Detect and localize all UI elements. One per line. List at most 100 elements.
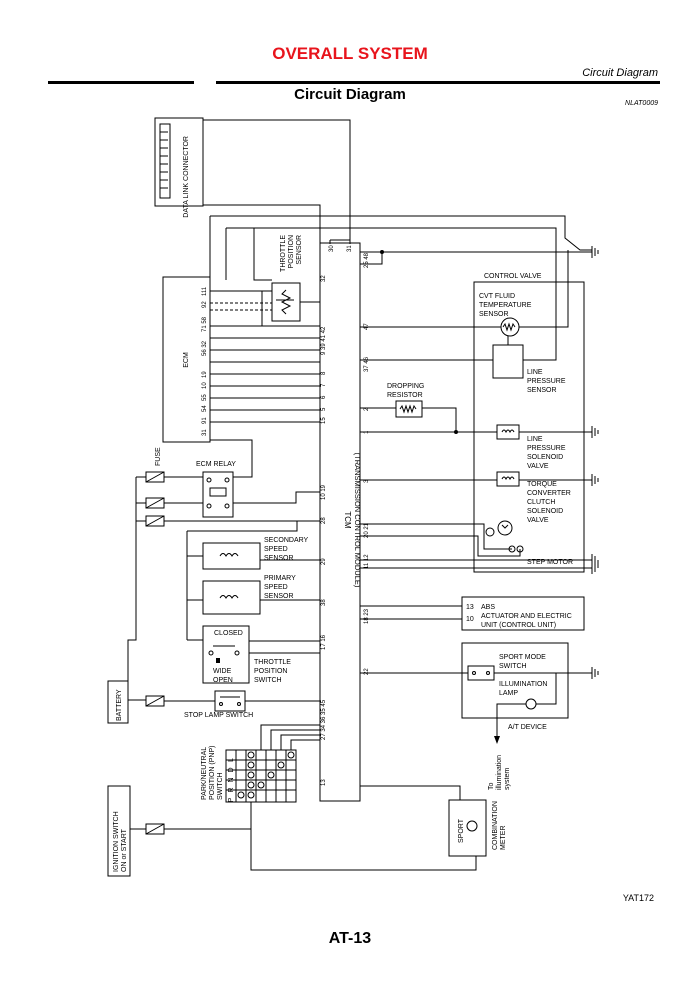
page-number: AT-13 <box>328 930 372 947</box>
wide-label: WIDE <box>213 668 232 675</box>
abs-l3: UNIT (CONTROL UNIT) <box>481 622 556 629</box>
primary-sensor-l3: SENSOR <box>264 593 294 600</box>
diagram-title: Circuit Diagram <box>294 86 406 103</box>
tcm-pin-32: 32 <box>321 275 327 282</box>
pnp-l3: SWITCH <box>217 772 224 800</box>
closed-label: CLOSED <box>214 630 243 637</box>
fuse-2 <box>145 497 165 509</box>
primary-speed-sensor: PRIMARY SPEED SENSOR <box>202 575 296 615</box>
tcm-label: TCM <box>343 511 352 529</box>
pnp-pos-d: D <box>228 767 235 772</box>
tps-label-3: SWITCH <box>254 677 282 684</box>
dropping-resistor: DROPPING RESISTOR <box>387 383 424 418</box>
tcm-pin-5: 5 <box>321 407 327 411</box>
tcm-pin-3: 3 <box>364 479 370 483</box>
ecm-box: ECM 111 92 71 58 56 32 19 10 55 54 91 31 <box>162 276 211 443</box>
tcm-pin-6: 6 <box>321 395 327 399</box>
step-motor-label: STEP MOTOR <box>527 559 573 566</box>
at-device-label: A/T DEVICE <box>508 724 547 731</box>
control-valve-label: CONTROL VALVE <box>484 273 542 280</box>
tcm-pin-2: 2 <box>364 407 370 411</box>
tcm-pin-11-12: 11 12 <box>364 554 370 569</box>
tcm-pin-17-16: 17 16 <box>321 634 327 650</box>
ecm-relay-label: ECM RELAY <box>196 461 236 468</box>
ecm-pin-55: 55 <box>202 394 208 401</box>
tcc-l2: CONVERTER <box>527 490 571 497</box>
reference-code: NLAT0009 <box>625 100 658 107</box>
tcm-pin-28: 28 <box>321 517 327 524</box>
tcm-pin-47: 47 <box>364 323 370 330</box>
tcm-pin-22: 22 <box>364 668 370 675</box>
throttle-sensor-label-1: THROTTLE <box>280 235 287 272</box>
ecm-pin-92: 92 <box>202 301 208 308</box>
ecm-relay: ECM RELAY <box>196 461 236 518</box>
cm-l1: COMBINATION <box>492 801 499 850</box>
sport-mode-l2: SWITCH <box>499 663 527 670</box>
fuse: FUSE <box>145 447 165 483</box>
illum-l2: LAMP <box>499 690 518 697</box>
fuse-4 <box>145 695 165 707</box>
ecm-pin-56-32: 56 32 <box>202 340 208 356</box>
tcm-left-pins: 32 9 39 41 42 8 7 6 5 15 10 19 28 29 38 … <box>321 275 327 786</box>
fuse-5 <box>145 823 165 835</box>
tcc-l3: CLUTCH <box>527 499 555 506</box>
secondary-sensor-l3: SENSOR <box>264 555 294 562</box>
abs-unit: 13 10 ABS ACTUATOR AND ELECTRIC UNIT (CO… <box>461 596 585 631</box>
open-label: OPEN <box>213 677 233 684</box>
tcm-pin-29: 29 <box>321 558 327 565</box>
abs-l1: ABS <box>481 604 495 611</box>
abs-pin-13: 13 <box>466 604 474 611</box>
tcm-pin-27-34-36-35-45: 27 34 36 35 45 <box>321 699 327 740</box>
section-title: OVERALL SYSTEM <box>272 44 428 63</box>
header-rule-left <box>48 81 194 84</box>
to-illumination: To illumination system <box>488 755 511 790</box>
battery-label: BATTERY <box>116 689 123 721</box>
ecm-pin-91: 91 <box>202 417 208 424</box>
at-device: SPORT MODE SWITCH ILLUMINATION LAMP A/T … <box>461 642 569 731</box>
tcm-pin-38: 38 <box>321 599 327 606</box>
figure-code: YAT172 <box>622 893 654 903</box>
tcm-pin-7: 7 <box>321 383 327 387</box>
fuse-3 <box>145 515 165 527</box>
fuse-label: FUSE <box>155 447 162 466</box>
cvt-l1: CVT FLUID <box>479 293 515 300</box>
illum-l1: ILLUMINATION <box>499 681 548 688</box>
cvt-l2: TEMPERATURE <box>479 302 532 309</box>
to-illum-l3: system <box>504 768 511 790</box>
secondary-sensor-l2: SPEED <box>264 546 288 553</box>
data-link-label: DATA LINK CONNECTOR <box>183 136 190 218</box>
ground-symbol-4 <box>591 554 599 574</box>
tcm-pin-9-39-41-42: 9 39 41 42 <box>321 326 327 355</box>
dr-l1: DROPPING <box>387 383 424 390</box>
pnp-pos-l: L <box>228 758 235 762</box>
tcm-box <box>319 242 361 802</box>
pnp-l2: POSITION (PNP) <box>209 746 216 800</box>
stop-lamp-label: STOP LAMP SWITCH <box>184 712 253 719</box>
throttle-sensor-label-2: POSITION <box>288 235 295 268</box>
tcm-sublabel: (TRANSMISSION CONTROL MODULE) <box>353 453 362 588</box>
lpsv-l1: LINE <box>527 436 543 443</box>
lps-l1: LINE <box>527 369 543 376</box>
tcm-right-pins: 47 37 46 2 1 3 20 21 11 12 18 23 22 <box>364 323 370 675</box>
tcc-l5: VALVE <box>527 517 549 524</box>
tcm-pin-37-46: 37 46 <box>364 356 370 372</box>
pnp-pos-n: N <box>228 777 235 782</box>
cm-l2: METER <box>500 826 507 851</box>
tps-label-2: POSITION <box>254 668 287 675</box>
tcm-pin-31: 31 <box>347 245 353 252</box>
abs-pin-10: 10 <box>466 616 474 623</box>
ecm-pin-10: 10 <box>202 382 208 389</box>
battery: BATTERY <box>107 680 129 724</box>
cvt-l3: SENSOR <box>479 311 509 318</box>
sport-mode-l1: SPORT MODE <box>499 654 546 661</box>
ignition-l2: ON or START <box>121 828 128 872</box>
combination-meter: SPORT COMBINATION METER <box>448 799 507 857</box>
ground-symbol-3 <box>591 474 599 486</box>
ground-symbol-2 <box>591 426 599 438</box>
sport-label: SPORT <box>458 818 465 843</box>
ecm-pin-31: 31 <box>202 429 208 436</box>
throttle-position-switch: CLOSED WIDE OPEN THROTTLE POSITION SWITC… <box>202 625 291 684</box>
tcm-pin-25-48: 25 48 <box>364 252 370 268</box>
pnp-pos-p: P <box>228 797 235 802</box>
ignition-switch: IGNITION SWITCH ON or START <box>107 785 131 877</box>
